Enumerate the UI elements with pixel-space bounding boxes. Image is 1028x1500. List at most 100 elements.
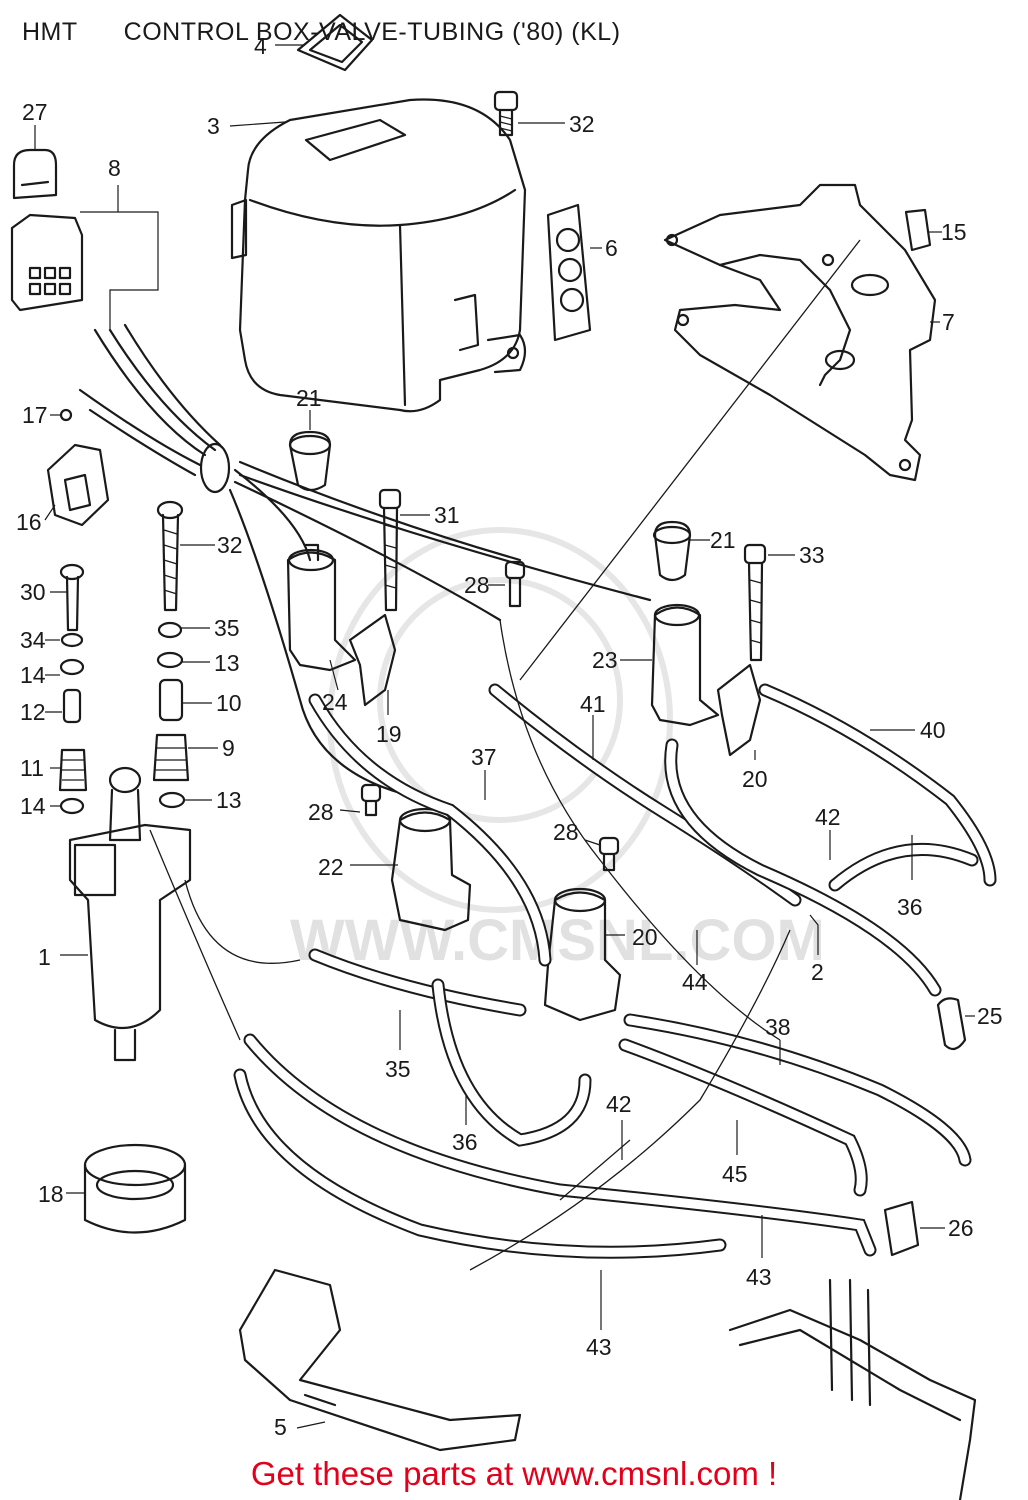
part-29-stack — [58, 563, 88, 815]
callout-15: 15 — [941, 219, 967, 245]
callout-21: 21 — [296, 385, 322, 411]
callout-16: 16 — [16, 509, 42, 535]
callout-1: 1 — [38, 944, 51, 970]
callout-22: 22 — [318, 854, 344, 880]
callout-26: 26 — [948, 1215, 974, 1241]
callout-31: 32 — [217, 532, 243, 558]
callout-3: 3 — [207, 113, 220, 139]
hose-36-mid — [431, 978, 592, 1147]
part-26-clip — [883, 1200, 920, 1257]
part-28-screw — [504, 560, 526, 608]
part-27-cap — [12, 148, 58, 200]
callout-7: 7 — [942, 309, 955, 335]
callout-27: 27 — [22, 99, 48, 125]
part-19-bracket — [348, 613, 397, 707]
callout-5: 5 — [274, 1414, 287, 1440]
part-32-bolt-right — [743, 543, 767, 662]
part-28-screw-right — [598, 836, 620, 872]
callout-28b: 28 — [308, 799, 334, 825]
callout-24: 24 — [322, 689, 348, 715]
hose-45 — [618, 1038, 868, 1197]
hose-39 — [758, 683, 997, 887]
callout-41: 42 — [815, 804, 841, 830]
callout-42b: 43 — [746, 1264, 772, 1290]
callout-39: 40 — [920, 717, 946, 743]
callout-18: 18 — [38, 1181, 64, 1207]
hose-37 — [308, 693, 552, 967]
frame-bottom-right — [728, 1278, 977, 1500]
callout-32: 31 — [434, 502, 460, 528]
callout-25: 25 — [977, 1003, 1003, 1029]
part-25-cap — [936, 997, 967, 1051]
callout-20: 20 — [632, 924, 658, 950]
callout-29: 30 — [20, 579, 46, 605]
part-21-cap-right — [652, 520, 692, 582]
callout-44: 44 — [682, 969, 708, 995]
callout-45: 45 — [722, 1161, 748, 1187]
part-1-canister — [68, 766, 192, 1062]
callout-14b: 14 — [20, 793, 46, 819]
part-18-grommet — [83, 1143, 187, 1234]
part-21-cap — [288, 430, 332, 492]
callout-36b: 36 — [452, 1129, 478, 1155]
callout-6: 6 — [605, 235, 618, 261]
callout-36: 36 — [897, 894, 923, 920]
callout-19b: 20 — [742, 766, 768, 792]
part-28-screw-mid — [360, 783, 382, 817]
part-23-valve — [650, 603, 720, 727]
callout-8: 8 — [108, 155, 121, 181]
part-6-grommet — [546, 203, 592, 342]
callout-34: 35 — [214, 615, 240, 641]
callout-28: 28 — [464, 572, 490, 598]
callout-35: 35 — [385, 1056, 411, 1082]
callout-28c: 28 — [553, 819, 579, 845]
callout-33: 34 — [20, 627, 46, 653]
model-code: HMT — [22, 18, 78, 46]
part-34-stack — [152, 621, 190, 809]
hose-43 — [233, 1068, 727, 1259]
watermark: WWW.CMSNL.COM — [290, 527, 825, 973]
part-16-17-holder — [46, 408, 110, 527]
callout-11: 11 — [20, 755, 44, 781]
part-22-valve — [390, 807, 472, 932]
callout-9: 9 — [222, 735, 235, 761]
callout-14: 14 — [20, 662, 46, 688]
callout-2: 2 — [811, 959, 824, 985]
callout-13b: 13 — [216, 787, 242, 813]
callout-43: 43 — [586, 1334, 612, 1360]
callout-42: 42 — [606, 1091, 632, 1117]
hose-35 — [308, 948, 527, 1017]
part-19-bracket-right — [716, 663, 762, 757]
callout-37: 37 — [471, 744, 497, 770]
part-30-bolt — [493, 90, 519, 137]
hose-41 — [828, 842, 979, 892]
callouts: 3 4 32 6 15 7 27 8 17 16 21 31 32 30 35 … — [16, 33, 1003, 1440]
hose-42 — [243, 1033, 877, 1257]
callout-10: 10 — [216, 690, 242, 716]
tubing-lines — [149, 239, 861, 1271]
part-31-bolt — [156, 500, 184, 612]
diagram-title: CONTROL BOX-VALVE-TUBING ('80) (KL) — [123, 18, 621, 46]
callout-21b: 21 — [710, 527, 736, 553]
control-box-cover — [230, 98, 527, 413]
part-5-plate — [238, 1268, 522, 1452]
callout-30: 32 — [569, 111, 595, 137]
part-4-plate — [296, 13, 374, 72]
callout-19: 19 — [376, 721, 402, 747]
callout-40: 41 — [580, 691, 606, 717]
callout-23: 23 — [592, 647, 618, 673]
diagram-header: HMT CONTROL BOX-VALVE-TUBING ('80) (KL) — [22, 18, 621, 47]
footer-link[interactable]: Get these parts at www.cmsnl.com ! — [250, 1455, 778, 1492]
callout-13: 13 — [214, 650, 240, 676]
part-20-valve — [543, 887, 622, 1022]
hose-36-right — [664, 738, 942, 997]
callout-17: 17 — [22, 402, 48, 428]
part-7-bracket — [663, 183, 937, 482]
callout-4: 4 — [254, 33, 267, 59]
callout-32b: 33 — [799, 542, 825, 568]
part-15-clip — [904, 208, 932, 252]
hose-38 — [623, 1013, 972, 1167]
callout-38: 38 — [765, 1014, 791, 1040]
part-32-bolt — [378, 488, 402, 612]
